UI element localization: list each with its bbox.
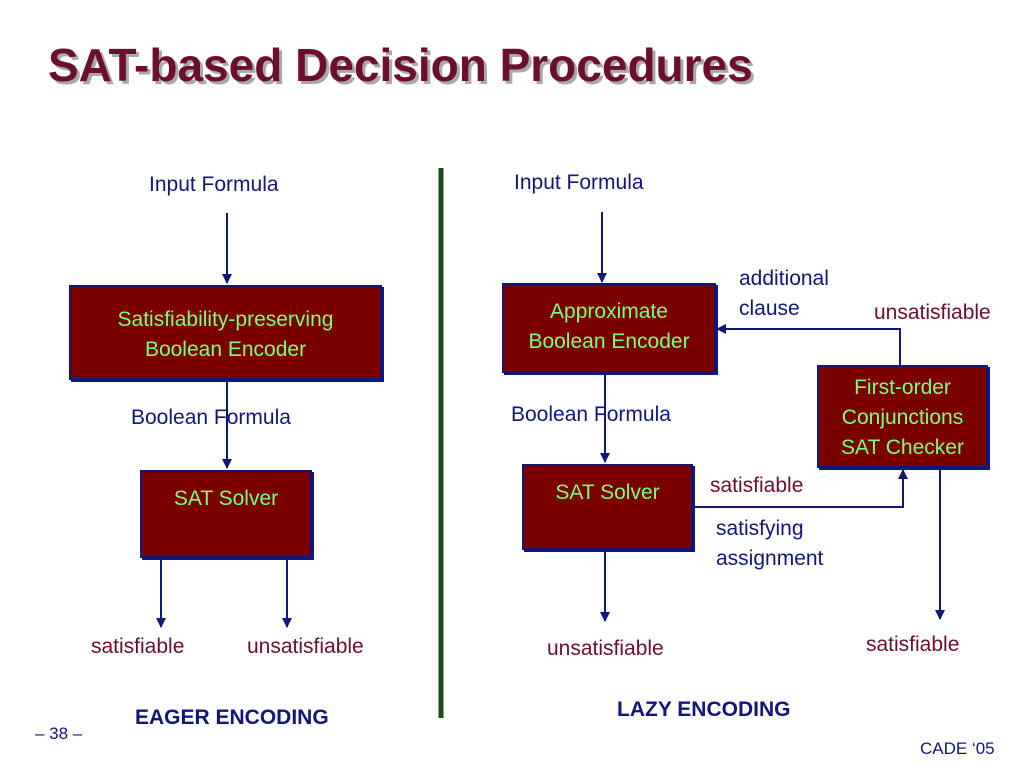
slide-title: SAT-based Decision Procedures	[48, 39, 753, 91]
lazy-checker-unsatisfiable-label: unsatisfiable	[874, 301, 991, 324]
lazy-checker-line3: SAT Checker	[841, 436, 964, 459]
eager-sat-solver-label: SAT Solver	[173, 487, 279, 510]
eager-satisfiable-label: satisfiable	[91, 635, 185, 658]
lazy-satisfiable-label: satisfiable	[866, 633, 960, 656]
lazy-encoder-line2: Boolean Encoder	[528, 330, 690, 353]
lazy-arrow-checker-to-encoder	[716, 324, 901, 365]
eager-encoder-line1: Satisfiability-preserving	[117, 308, 334, 331]
eager-caption: EAGER ENCODING	[135, 706, 329, 729]
lazy-sat-solver-label: SAT Solver	[555, 481, 660, 504]
lazy-unsatisfiable-label: unsatisfiable	[547, 637, 664, 660]
page-number: – 38 –	[35, 724, 83, 743]
lazy-boolean-formula-label: Boolean Formula	[511, 403, 671, 426]
lazy-additional-line1: additional	[739, 267, 829, 290]
lazy-solver-satisfiable-label: satisfiable	[710, 474, 804, 497]
lazy-sat-solver-box: SAT Solver	[522, 464, 693, 550]
lazy-input-label: Input Formula	[514, 171, 644, 194]
lazy-encoder-line1: Approximate	[550, 300, 668, 323]
eager-unsatisfiable-label: unsatisfiable	[247, 635, 364, 658]
lazy-checker-line2: Conjunctions	[841, 406, 964, 429]
lazy-caption: LAZY ENCODING	[617, 698, 791, 721]
lazy-assign-line2: assignment	[716, 547, 824, 570]
lazy-additional-clause-label: additional clause	[739, 264, 829, 324]
footer-conference: CADE ‘05	[920, 739, 995, 758]
lazy-checker-line1: First-order	[854, 376, 951, 399]
lazy-encoder-box: Approximate Boolean Encoder	[502, 283, 716, 373]
eager-encoder-box: Satisfiability-preserving Boolean Encode…	[69, 285, 382, 380]
lazy-assign-line1: satisfying	[716, 517, 804, 540]
eager-encoder-line2: Boolean Encoder	[144, 338, 307, 361]
eager-boolean-formula-label: Boolean Formula	[131, 406, 291, 429]
lazy-fo-checker-box: First-order Conjunctions SAT Checker	[817, 365, 988, 468]
eager-input-label: Input Formula	[149, 173, 279, 196]
eager-sat-solver-box: SAT Solver	[140, 470, 312, 558]
lazy-arrow-solver-to-checker	[693, 469, 908, 508]
lazy-satisfying-assignment-label: satisfying assignment	[716, 514, 823, 574]
lazy-additional-line2: clause	[739, 297, 800, 320]
